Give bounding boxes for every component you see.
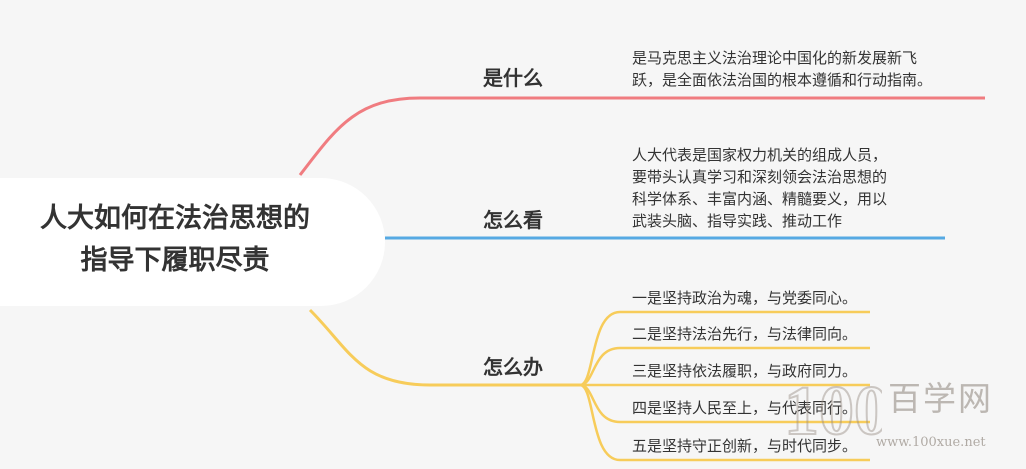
branch-what-description: 是马克思主义法治理论中国化的新发展新飞 跃，是全面依法治国的根本遵循和行动指南。 [632, 47, 932, 91]
branch-how-see: 怎么看 [483, 208, 543, 232]
description-line: 要带头认真学习和深刻领会法治思想的 [632, 168, 888, 186]
branch-what: 是什么 [483, 66, 543, 90]
watermark-logo-icon: 100 [783, 372, 890, 451]
svg-text:100: 100 [784, 373, 882, 448]
description-line: 是马克思主义法治理论中国化的新发展新飞 [632, 49, 918, 67]
sub-connector-5 [579, 383, 870, 462]
watermark-brand: 百学网 [888, 379, 993, 418]
description-line: 科学体系、丰富内涵、精髓要义，用以 [632, 190, 888, 208]
branch-how-see-description: 人大代表是国家权力机关的组成人员， 要带头认真学习和深刻领会法治思想的 科学体系… [632, 144, 887, 232]
watermark-logo: 100 [782, 368, 890, 451]
connector-what [298, 96, 985, 176]
sub-connector-1 [579, 310, 870, 387]
branch-how-do: 怎么办 [483, 355, 543, 379]
description-line: 人大代表是国家权力机关的组成人员， [632, 146, 888, 164]
root-node [0, 178, 385, 306]
item-1: 一是坚持政治为魂，与党委同心。 [632, 289, 858, 307]
description-line: 武装头脑、指导实践、推动工作 [632, 212, 843, 230]
item-2: 二是坚持法治先行，与法律同向。 [632, 325, 858, 343]
description-line: 跃，是全面依法治国的根本遵循和行动指南。 [632, 71, 933, 89]
item-4: 四是坚持人民至上，与代表同行。 [632, 399, 858, 417]
root-topic-line1: 人大如何在法治思想的 [40, 203, 310, 234]
item-5: 五是坚持守正创新，与时代同步。 [632, 437, 858, 455]
root-topic-line2: 指导下履职尽责 [80, 245, 270, 276]
sub-connector-2 [579, 346, 870, 387]
root-topic: 人大如何在法治思想的 指导下履职尽责 [0, 198, 350, 282]
item-3: 三是坚持依法履职，与政府同力。 [632, 362, 858, 380]
watermark-url: www.100xue.net [876, 435, 986, 450]
connector-how-do [308, 308, 580, 387]
